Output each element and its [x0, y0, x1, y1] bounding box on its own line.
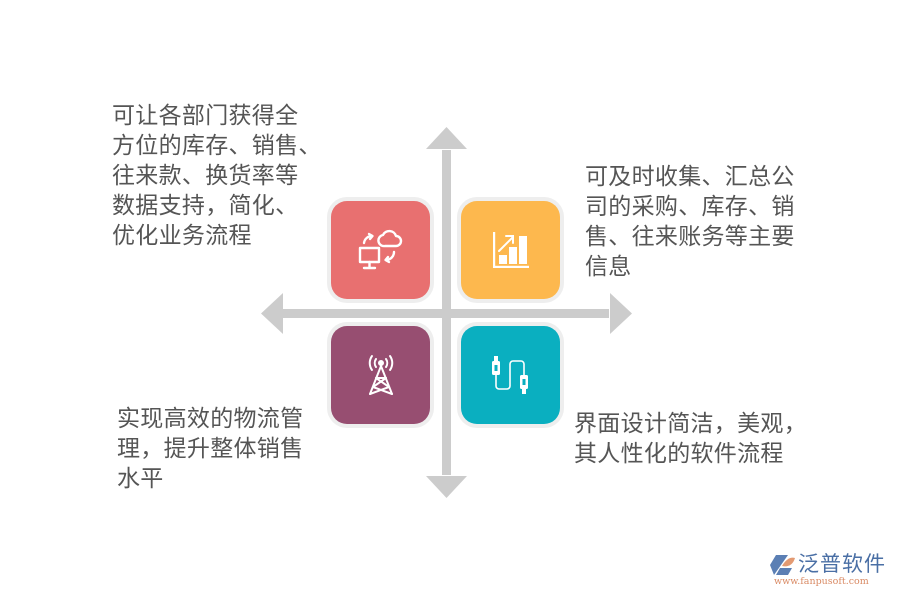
text-line: 售、往来账务等主要 — [585, 224, 795, 250]
text-line: 方位的库存、销售、 — [112, 133, 322, 159]
tile-bottom-right — [457, 322, 564, 428]
description-bottom-right: 界面设计简洁，美观， 其人性化的软件流程 — [574, 409, 824, 469]
signal-tower-icon — [368, 355, 393, 395]
tile-top-right — [457, 197, 564, 303]
bar-chart-growth-icon — [492, 232, 529, 268]
text-line: 可及时收集、汇总公 — [585, 164, 795, 190]
tile-top-right-fill — [461, 201, 560, 299]
text-line: 可让各部门获得全 — [112, 103, 299, 129]
text-line: 实现高效的物流管 — [117, 406, 304, 432]
text-line: 其人性化的软件流程 — [574, 441, 784, 467]
brand-name: 泛普软件 — [798, 552, 886, 576]
computer-cloud-sync-icon — [358, 229, 402, 270]
text-line: 数据支持，简化、 — [112, 193, 299, 219]
text-line: 理，提升整体销售 — [117, 436, 304, 462]
text-line: 水平 — [117, 466, 164, 492]
tile-top-left — [327, 197, 434, 303]
text-line: 界面设计简洁，美观， — [574, 411, 807, 437]
text-line: 优化业务流程 — [112, 223, 252, 249]
text-line: 往来款、换货率等 — [112, 163, 299, 189]
brand-url: www.fanpusoft.com — [774, 576, 869, 587]
horizontal-arrow — [261, 293, 632, 334]
tile-top-left-fill — [331, 201, 430, 299]
brand-logo: 泛普软件 www.fanpusoft.com — [770, 552, 895, 592]
description-top-right: 可及时收集、汇总公 司的采购、库存、销 售、往来账务等主要 信息 — [585, 162, 825, 282]
fanpu-logo-icon — [770, 555, 795, 575]
tile-bottom-left-fill — [331, 326, 430, 424]
tile-bottom-right-fill — [461, 326, 560, 424]
description-bottom-left: 实现高效的物流管 理，提升整体销售 水平 — [117, 404, 332, 494]
text-line: 信息 — [585, 254, 632, 280]
text-line: 司的采购、库存、销 — [585, 194, 795, 220]
usb-cable-icon — [491, 356, 528, 394]
description-top-left: 可让各部门获得全 方位的库存、销售、 往来款、换货率等 数据支持，简化、 优化业… — [112, 101, 337, 251]
tile-bottom-left — [327, 322, 434, 428]
